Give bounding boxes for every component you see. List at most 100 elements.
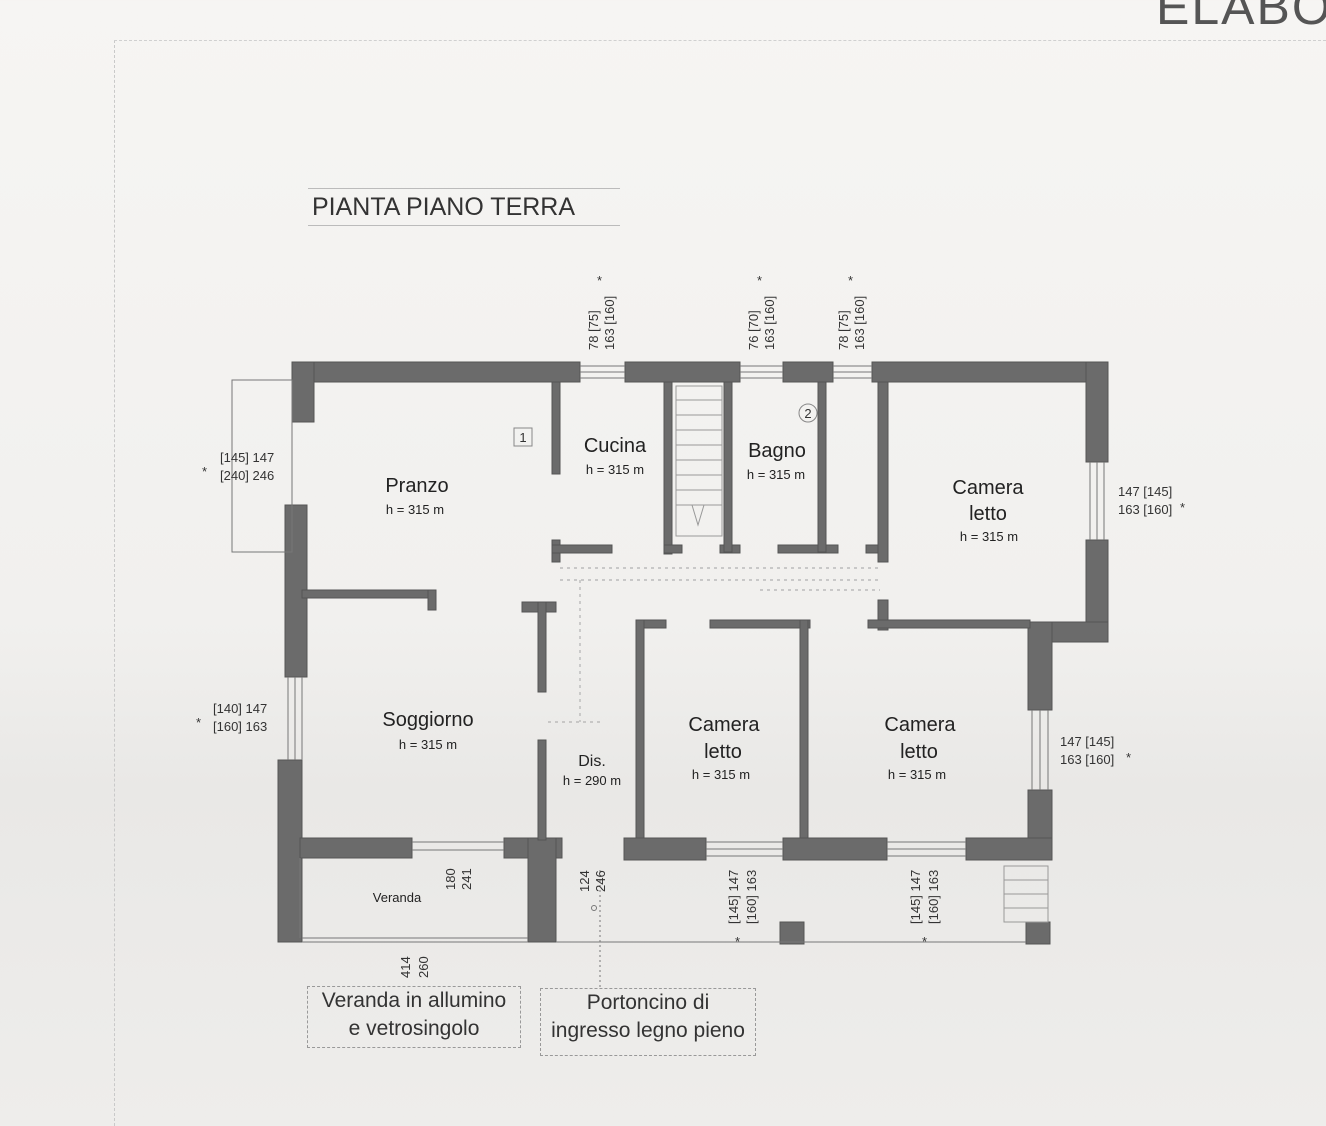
room-camera-ne-name1: Camera — [952, 477, 1024, 499]
wall-int-bagno-b — [777, 544, 839, 554]
room-bagno-height: h = 315 m — [747, 467, 805, 482]
dim-left-soggiorno-b: [160] 163 — [213, 719, 267, 734]
wall-int-pranzo-nub — [427, 589, 437, 611]
wall-int-room-c-t2 — [709, 619, 811, 629]
margin-line — [114, 40, 115, 1126]
marker-1: 1 — [519, 430, 526, 445]
dim-veranda-bottom-a: 414 — [398, 956, 413, 978]
room-pranzo-height: h = 315 m — [386, 502, 444, 517]
wall-int-bagno-r — [817, 381, 827, 553]
dim-right-ne-star: * — [1180, 500, 1185, 515]
note-veranda-line2: e vetrosingolo — [348, 1017, 480, 1040]
wall-int-room-c-r — [799, 619, 809, 839]
room-cucina-name: Cucina — [584, 435, 647, 457]
top-margin-line — [114, 40, 1326, 41]
note-door: Portoncino di ingresso legno pieno — [540, 988, 756, 1056]
wall-left-3 — [277, 759, 303, 943]
wall-int-dis-l — [537, 601, 547, 693]
door-leader-dot — [591, 905, 597, 911]
room-dis-name: Dis. — [578, 753, 606, 770]
dim-right-e-a: 147 [145] — [1060, 734, 1114, 749]
wall-int-stair-l — [663, 381, 673, 555]
dim-bottom-e-a: [145] 147 — [908, 870, 923, 924]
wall-top-3 — [782, 361, 834, 383]
wall-int-dis-l2 — [537, 739, 547, 841]
plan-title: PIANTA PIANO TERRA — [312, 193, 576, 221]
dim-veranda-side-a: 180 — [443, 868, 458, 890]
pillar-small — [779, 921, 805, 945]
room-soggiorno-height: h = 315 m — [399, 737, 457, 752]
wall-int-cucina-b — [551, 544, 613, 554]
dim-bottom-e-b: [160] 163 — [926, 870, 941, 924]
marker-2-circle — [798, 403, 818, 423]
note-door-line1: Portoncino di — [586, 991, 710, 1014]
dim-veranda-bottom: 414 260 — [398, 956, 431, 978]
wall-right-3 — [1027, 621, 1053, 711]
room-camera-c-name2: letto — [704, 741, 742, 763]
room-camera-e-height: h = 315 m — [888, 767, 946, 782]
wall-bottom-5 — [965, 837, 1053, 861]
wall-left-1 — [291, 361, 315, 423]
dim-top-corr: 78 [75] 163 [160] * — [836, 273, 867, 350]
dim-bottom-c-b: [160] 163 — [744, 870, 759, 924]
room-soggiorno-name: Soggiorno — [382, 709, 473, 731]
wall-right-1 — [1085, 361, 1109, 463]
dim-right-e-star: * — [1126, 750, 1131, 765]
staircase — [675, 385, 1049, 923]
dim-left-pranzo: [145] 147 [240] 246 * — [202, 450, 274, 483]
stair-arrow-icon — [691, 504, 705, 527]
dim-veranda-side: 180 241 — [443, 868, 474, 890]
room-pranzo-name: Pranzo — [385, 475, 448, 497]
dim-right-ne-b: 163 [160] — [1118, 502, 1172, 517]
dim-top-cucina-star: * — [597, 273, 602, 288]
wall-int-stair-b — [663, 544, 683, 554]
room-veranda-name: Veranda — [373, 890, 422, 905]
wall-int-camera-l2 — [877, 599, 889, 631]
dim-bottom-e-star: * — [922, 934, 927, 949]
wall-bottom-3 — [623, 837, 707, 861]
dim-right-ne-a: 147 [145] — [1118, 484, 1172, 499]
plan-title-frame — [308, 188, 620, 226]
room-camera-e-name1: Camera — [884, 714, 956, 736]
room-camera-e-name2: letto — [900, 741, 938, 763]
dim-left-pranzo-b: [240] 246 — [220, 468, 274, 483]
dim-top-bagno-a: 76 [70] — [746, 310, 761, 350]
note-veranda: Veranda in allumino e vetrosingolo — [307, 986, 521, 1048]
dim-entrance-a: 124 — [577, 870, 592, 892]
dim-left-soggiorno-star: * — [196, 715, 201, 730]
dim-left-soggiorno-a: [140] 147 — [213, 701, 267, 716]
pillar-small-2 — [1025, 921, 1051, 945]
sheet-title-fragment: ELABO — [1156, 0, 1326, 35]
room-camera-c-name1: Camera — [688, 714, 760, 736]
wall-top-2 — [624, 361, 741, 383]
dim-right-camera-ne: 147 [145] 163 [160] * — [1118, 484, 1185, 517]
note-door-line2: ingresso legno pieno — [551, 1019, 745, 1042]
dim-top-bagno-star: * — [757, 273, 762, 288]
wall-int-pranzo-b — [301, 589, 437, 599]
dim-entrance-b: 246 — [593, 870, 608, 892]
window-openings — [231, 365, 1105, 990]
dim-top-corr-b: 163 [160] — [852, 296, 867, 350]
dim-top-corr-a: 78 [75] — [836, 310, 851, 350]
dim-veranda-side-b: 241 — [459, 868, 474, 890]
wall-bottom-1 — [299, 837, 413, 859]
room-bagno-name: Bagno — [748, 440, 806, 462]
dim-top-bagno-b: 163 [160] — [762, 296, 777, 350]
wall-int-camera-l — [877, 381, 889, 563]
room-camera-ne-height: h = 315 m — [960, 529, 1018, 544]
walls — [277, 361, 1109, 945]
dotted-lines — [548, 567, 880, 723]
room-cucina-height: h = 315 m — [586, 462, 644, 477]
balcony-outline — [231, 379, 293, 553]
wall-pillar — [527, 837, 557, 943]
wall-int-camera-b — [867, 619, 1031, 629]
dim-bottom-c-a: [145] 147 — [726, 870, 741, 924]
dim-veranda-bottom-b: 260 — [416, 956, 431, 978]
wall-top-4 — [871, 361, 1109, 383]
dim-top-cucina: 78 [75] 163 [160] * — [586, 273, 617, 350]
wall-int-bagno-l — [723, 381, 733, 553]
marker-1-box — [513, 427, 533, 447]
dim-entrance: 124 246 — [577, 870, 608, 892]
wall-top-1 — [291, 361, 581, 383]
